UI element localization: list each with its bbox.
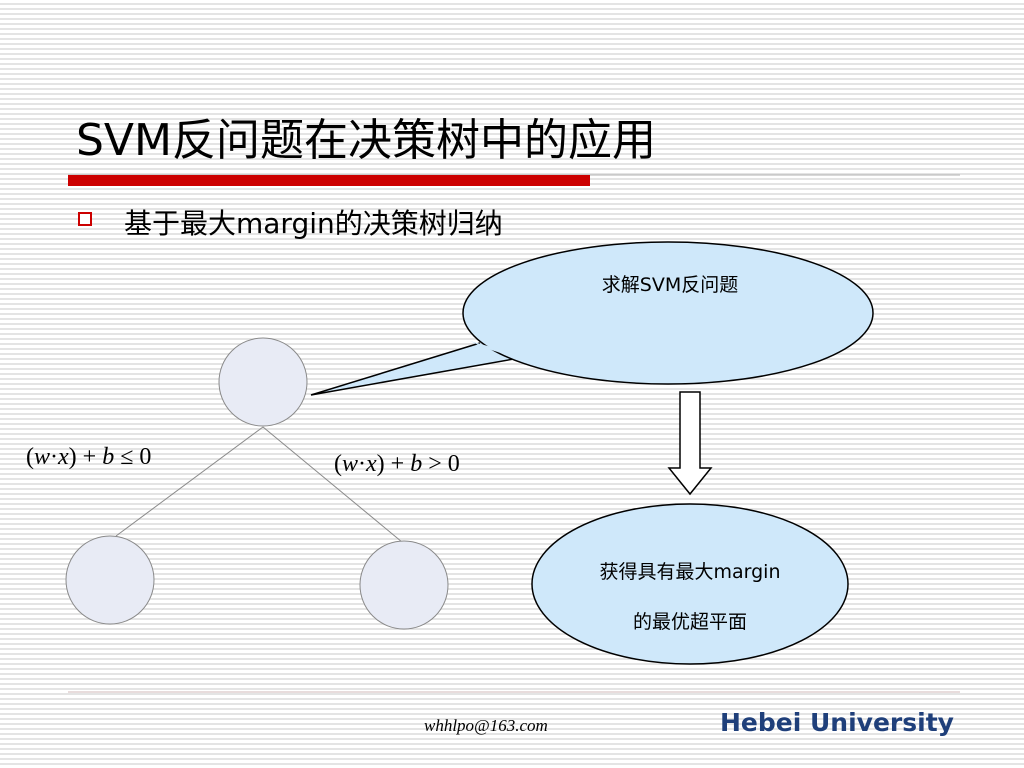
- result-ellipse: [531, 503, 849, 665]
- left-branch-condition: (w·x) + b ≤ 0: [26, 444, 152, 470]
- right-branch-condition: (w·x) + b > 0: [334, 451, 460, 477]
- slide-title: SVM反问题在决策树中的应用: [76, 115, 656, 166]
- footer-email: whhlpo@163.com: [424, 716, 548, 735]
- down-arrow-icon: [667, 391, 713, 496]
- result-line-2: 的最优超平面: [632, 611, 747, 633]
- tree-edge-left: [115, 426, 264, 537]
- callout-bubble: [462, 241, 874, 385]
- bullet-square-icon: [78, 212, 92, 226]
- tree-left-child-node: [65, 535, 155, 625]
- tree-edge-right: [262, 426, 403, 543]
- footer-university: Hebei University: [720, 708, 954, 737]
- tree-right-child-node: [359, 540, 449, 630]
- title-accent-bar: [68, 175, 590, 186]
- bullet-text: 基于最大margin的决策树归纳: [124, 207, 503, 240]
- result-line-1: 获得具有最大margin: [599, 561, 781, 583]
- callout-text: 求解SVM反问题: [601, 274, 739, 296]
- result-text: 获得具有最大margin 的最优超平面: [540, 547, 840, 647]
- callout-tail: [310, 342, 526, 396]
- tree-root-node: [218, 337, 308, 427]
